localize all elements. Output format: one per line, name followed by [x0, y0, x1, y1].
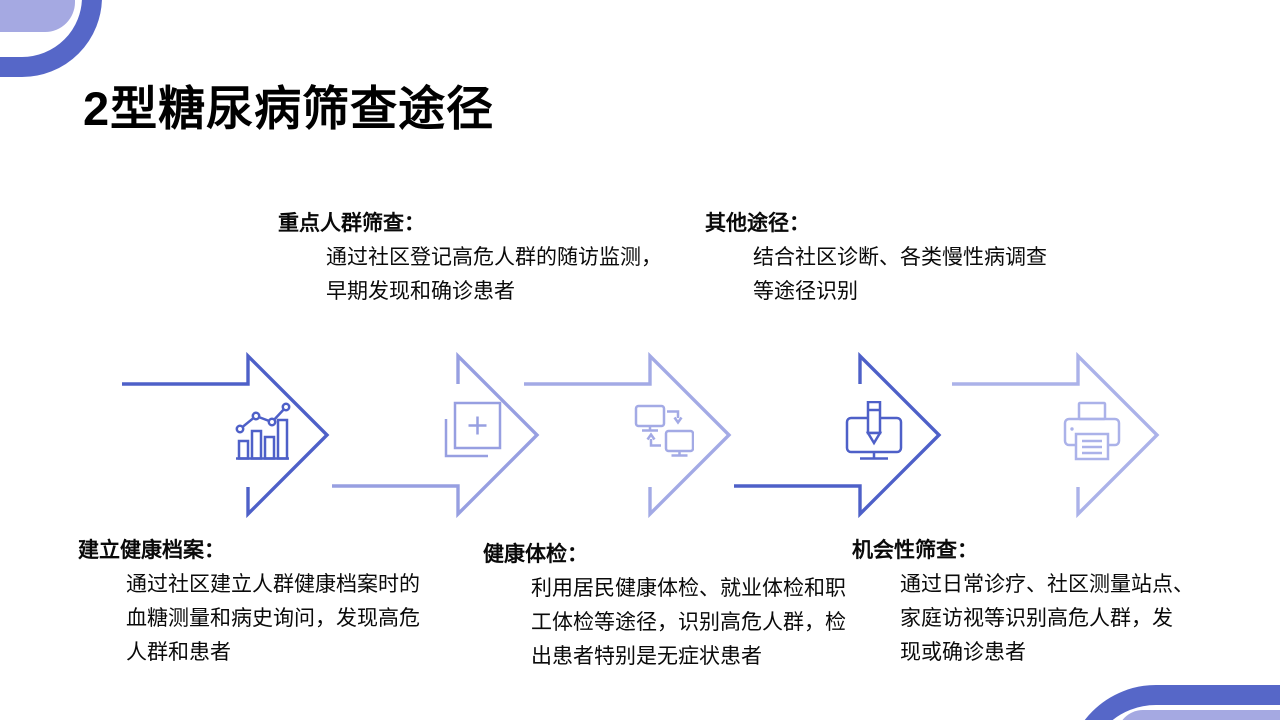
flow-arrow-4: [734, 351, 942, 519]
step-description: 通过日常诊疗、社区测量站点、 家庭访视等识别高危人群，发 现或确诊患者: [900, 573, 1194, 664]
step-description: 通过社区建立人群健康档案时的 血糖测量和病史询问，发现高危 人群和患者: [126, 573, 420, 664]
corner-decoration-bottom-right-fill: [1117, 710, 1280, 720]
step-heading: 建立健康档案：: [78, 539, 225, 562]
step-establish-health-records: 建立健康档案： 通过社区建立人群健康档案时的 血糖测量和病史询问，发现高危 人群…: [78, 534, 518, 670]
step-health-checkup: 健康体检： 利用居民健康体检、就业体检和职 工体检等途径，识别高危人群，检 出患…: [483, 538, 923, 674]
corner-decoration-top-left-band: [0, 0, 102, 77]
step-heading: 健康体检：: [483, 543, 588, 566]
chart-icon: [234, 402, 291, 460]
printer-icon: [1063, 401, 1121, 461]
file-plus-icon: [444, 401, 502, 458]
flow-arrow-5: [952, 351, 1160, 519]
slide-title: 2型糖尿病筛查途径: [83, 82, 495, 136]
flow-arrow-1: [122, 351, 330, 519]
step-description: 利用居民健康体检、就业体检和职 工体检等途径，识别高危人群，检 出患者特别是无症…: [531, 577, 846, 668]
step-heading: 其他途径：: [705, 212, 810, 235]
monitors-sync-icon: [634, 404, 694, 457]
step-heading: 机会性筛查：: [852, 539, 978, 562]
step-description: 结合社区诊断、各类慢性病调查 等途径识别: [753, 246, 1047, 303]
flow-arrow-2: [332, 351, 540, 519]
step-heading: 重点人群筛查：: [278, 212, 425, 235]
step-other-pathways: 其他途径： 结合社区诊断、各类慢性病调查 等途径识别: [705, 207, 1145, 309]
step-description: 通过社区登记高危人群的随访监测， 早期发现和确诊患者: [326, 246, 662, 303]
flow-arrow-3: [524, 351, 732, 519]
step-opportunistic-screening: 机会性筛查： 通过日常诊疗、社区测量站点、 家庭访视等识别高危人群，发 现或确诊…: [852, 534, 1280, 670]
monitor-edit-icon: [845, 401, 903, 460]
step-key-population-screening: 重点人群筛查： 通过社区登记高危人群的随访监测， 早期发现和确诊患者: [278, 207, 718, 309]
